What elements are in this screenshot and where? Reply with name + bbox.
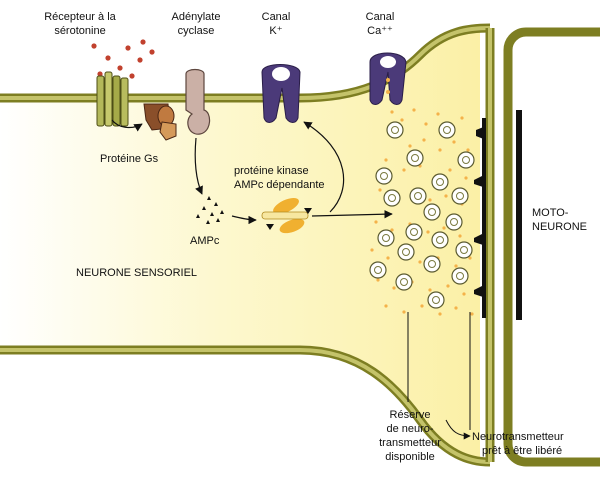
g-protein-label: Protéine Gs — [100, 153, 159, 165]
sensory-neuron-cytoplasm — [0, 30, 480, 460]
sensory-membrane-bottom-inner — [0, 348, 491, 464]
camp-label: AMPc — [190, 235, 220, 247]
reserve-pool-label-line2: de neuro- — [386, 423, 433, 435]
adenylate-cyclase-label-line2: cyclase — [178, 25, 215, 37]
adenylate-cyclase-label: Adénylate — [172, 11, 221, 23]
pka-to-vesicles-arrow — [311, 209, 393, 219]
motor-neuron-postsynaptic-density — [516, 110, 522, 320]
serotonin-receptor-label-line2: sérotonine — [54, 25, 105, 37]
sensory-membrane-top-inner — [0, 26, 491, 100]
receptor-to-gprotein-arrow — [111, 119, 143, 132]
camp-to-pka-arrow — [231, 215, 257, 225]
motor-neuron-body — [503, 27, 600, 467]
pka-label-line2: AMPc dépendante — [234, 179, 325, 191]
ca-channel-label-line2: Ca⁺⁺ — [367, 25, 393, 37]
pka-enzyme-icon — [261, 197, 312, 234]
reserve-pool-label-line4: disponible — [385, 451, 435, 463]
vesicle-cores — [374, 126, 470, 304]
serotonin-receptor-label: Récepteur à la — [44, 11, 116, 23]
g-protein-icon — [143, 103, 177, 141]
k-channel-label: Canal — [262, 11, 291, 23]
camp-molecules — [196, 196, 224, 224]
sensory-neuron-label: NEURONE SENSORIEL — [76, 267, 197, 279]
serotonin-molecules — [91, 39, 155, 79]
active-zones — [474, 118, 486, 318]
reserve-pool-label: Réserve — [390, 409, 431, 421]
releasable-pool-label-line2: prêt à être libéré — [482, 445, 562, 457]
serotonin-receptor-icon — [96, 71, 129, 127]
synaptic-vesicles — [369, 121, 475, 309]
releasable-pool-label: Neurotransmetteur — [472, 431, 564, 443]
pka-to-k-channel-arrow — [303, 121, 345, 213]
k-channel-label-line2: K⁺ — [269, 25, 282, 37]
reserve-pool-label-line3: transmetteur — [379, 437, 441, 449]
pka-label: protéine kinase — [234, 165, 309, 177]
reserve-to-release-pointer — [445, 419, 471, 440]
motor-neuron-label: MOTO- — [532, 207, 569, 219]
cyclase-to-camp-arrow — [194, 137, 203, 195]
ca-channel-icon — [369, 52, 407, 105]
k-channel-icon — [261, 64, 301, 123]
adenylate-cyclase-icon — [185, 68, 211, 135]
motor-neuron-label-line2: NEURONE — [532, 221, 587, 233]
ca-channel-label: Canal — [366, 11, 395, 23]
